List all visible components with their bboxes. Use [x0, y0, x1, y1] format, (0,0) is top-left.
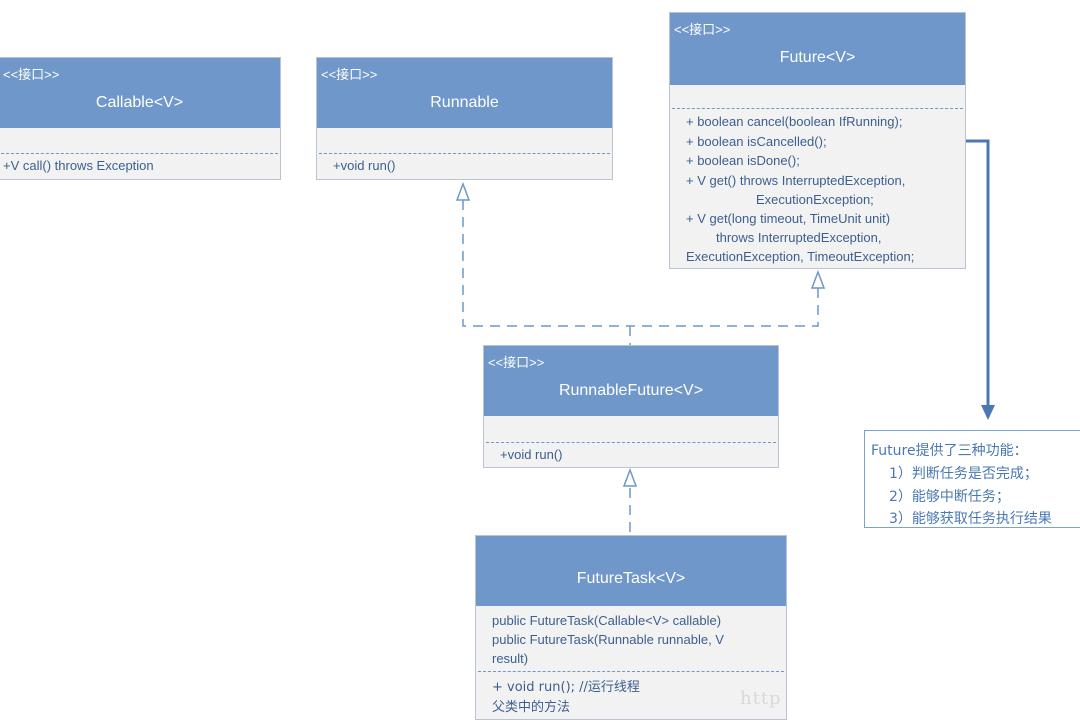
runnable-future-stereotype: <<接口>> — [488, 355, 545, 370]
future-task-class-box: FutureTask<V> public FutureTask(Callable… — [475, 535, 787, 720]
callable-interface-box: <<接口>> Callable<V> +V call() throws Exce… — [0, 57, 281, 180]
future-task-method-run: + void run(); //运行线程 — [492, 680, 640, 695]
note-item-1: 1）判断任务是否完成； — [889, 466, 1038, 482]
future-method-is-done: + boolean isDone(); — [686, 153, 800, 168]
future-method-get: + V get() throws InterruptedException, — [686, 173, 906, 188]
note-item-2: 2）能够中断任务； — [889, 489, 1010, 505]
callable-method: +V call() throws Exception — [3, 158, 154, 173]
runnable-interface-box: <<接口>> Runnable +void run() — [316, 57, 613, 180]
future-task-constructor-runnable-cont: result) — [492, 651, 529, 666]
future-name: Future<V> — [779, 49, 856, 66]
realization-arrowhead-future — [810, 269, 826, 289]
note-arrow-line — [966, 139, 990, 406]
future-task-constructor-runnable: public FutureTask(Runnable runnable, V — [492, 632, 724, 647]
future-method-get-timeout: + V get(long timeout, TimeUnit unit) — [686, 211, 891, 226]
realization-arrowhead-runnable-future — [622, 467, 638, 487]
future-method-is-cancelled: + boolean isCancelled(); — [686, 134, 827, 149]
future-header: <<接口>> Future<V> — [670, 13, 965, 85]
note-arrowhead — [981, 405, 995, 420]
future-method-get-timeout-cont2: ExecutionException, TimeoutException; — [686, 249, 915, 264]
future-task-name: FutureTask<V> — [576, 570, 686, 587]
runnable-separator — [319, 153, 610, 154]
runnable-header: <<接口>> Runnable — [317, 58, 612, 128]
runnable-future-name: RunnableFuture<V> — [558, 382, 704, 399]
note-item-3: 3）能够获取任务执行结果 — [889, 511, 1052, 527]
future-task-method-note: 父类中的方法 — [492, 700, 571, 715]
runnable-future-method: +void run() — [500, 447, 563, 462]
runnable-stereotype: <<接口>> — [321, 67, 378, 82]
runnable-future-interface-box: <<接口>> RunnableFuture<V> +void run() — [483, 345, 779, 468]
runnable-name: Runnable — [430, 94, 499, 111]
runnable-future-separator — [486, 442, 776, 443]
note-title: Future提供了三种功能： — [871, 443, 1028, 459]
future-task-header: FutureTask<V> — [476, 536, 786, 606]
watermark-text: http — [740, 688, 782, 709]
callable-header: <<接口>> Callable<V> — [0, 58, 280, 128]
callable-name: Callable<V> — [95, 94, 184, 111]
callable-separator — [1, 153, 278, 154]
future-task-separator — [478, 671, 784, 672]
realization-arrowhead-runnable — [455, 181, 471, 201]
future-separator — [672, 108, 963, 109]
runnable-future-header: <<接口>> RunnableFuture<V> — [484, 346, 778, 416]
future-task-constructor-callable: public FutureTask(Callable<V> callable) — [492, 613, 722, 628]
callable-stereotype: <<接口>> — [3, 67, 60, 82]
future-method-cancel: + boolean cancel(boolean IfRunning); — [686, 114, 903, 129]
realization-line-future — [630, 288, 819, 327]
runnable-method: +void run() — [333, 158, 396, 173]
future-interface-box: <<接口>> Future<V> + boolean cancel(boolea… — [669, 12, 966, 269]
future-functions-note: Future提供了三种功能： 1）判断任务是否完成； 2）能够中断任务； 3）能… — [864, 430, 1080, 528]
future-stereotype: <<接口>> — [674, 22, 731, 37]
future-method-get-cont: ExecutionException; — [756, 192, 874, 207]
realization-line-runnable — [462, 200, 630, 327]
future-method-get-timeout-cont1: throws InterruptedException, — [716, 230, 882, 245]
